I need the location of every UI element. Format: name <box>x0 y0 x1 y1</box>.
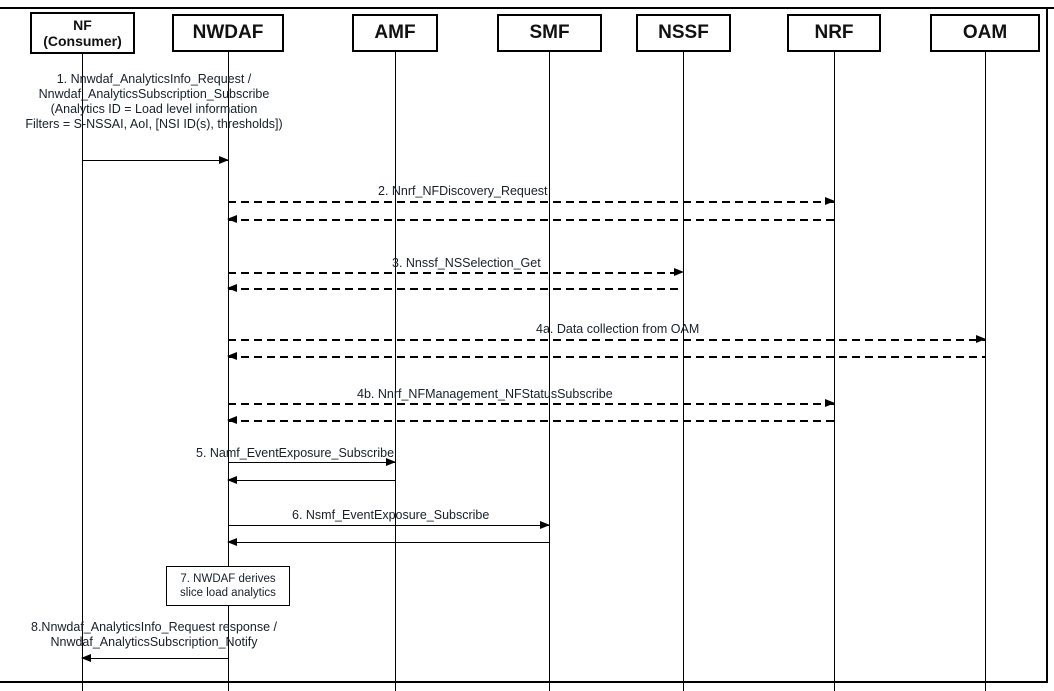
actor-nf-line2: (Consumer) <box>43 33 122 49</box>
arrowhead-message-3-request <box>674 268 684 276</box>
note-nwdaf-derives-analytics: 7. NWDAF derives slice load analytics <box>166 566 290 606</box>
actor-amf: AMF <box>352 14 438 52</box>
arrow-message-4a-response <box>227 352 985 360</box>
arrow-message-5-request <box>228 458 396 466</box>
message-1-line1: 1. Nnwdaf_AnalyticsInfo_Request / <box>56 72 252 86</box>
arrow-message-6-request <box>228 521 550 529</box>
arrowhead-message-3-response <box>227 284 237 292</box>
message-8-label: 8.Nnwdaf_AnalyticsInfo_Request response … <box>0 620 308 650</box>
message-1-line2: Nnwdaf_AnalyticsSubscription_Subscribe <box>38 87 270 101</box>
actor-amf-label: AMF <box>374 22 416 43</box>
arrowhead-message-5-request <box>386 458 396 466</box>
arrowhead-message-6-response <box>227 538 237 546</box>
arrowhead-message-5-response <box>227 476 237 484</box>
frame-bottom-border <box>0 681 1048 683</box>
actor-oam: OAM <box>930 14 1040 52</box>
arrowhead-message-6-request <box>540 521 550 529</box>
message-2-label: 2. Nnrf_NFDiscovery_Request <box>378 184 548 198</box>
arrow-message-3-response <box>227 284 683 292</box>
arrow-message-4a-request <box>228 335 986 343</box>
actor-nwdaf-label: NWDAF <box>192 22 264 43</box>
actor-nf-line1: NF <box>73 17 92 33</box>
arrowhead-message-2-request <box>825 197 835 205</box>
message-3-label: 3. Nnssf_NSSelection_Get <box>392 256 541 270</box>
lifeline-nssf <box>683 52 684 691</box>
actor-oam-label: OAM <box>962 22 1008 43</box>
arrow-message-8 <box>81 654 228 662</box>
arrow-message-6-response <box>227 538 549 546</box>
arrowhead-message-4b-request <box>825 399 835 407</box>
lifeline-amf <box>395 52 396 691</box>
actor-nwdaf: NWDAF <box>172 14 284 52</box>
lifeline-smf <box>549 52 550 691</box>
actor-smf-label: SMF <box>529 22 570 43</box>
arrow-message-3-request <box>228 268 684 276</box>
actor-nf-consumer-label: NF (Consumer) <box>43 17 122 49</box>
arrow-message-2-request <box>228 197 835 205</box>
message-8-line2: Nnwdaf_AnalyticsSubscription_Notify <box>50 635 258 649</box>
lifeline-nrf <box>834 52 835 691</box>
actor-nrf-label: NRF <box>814 22 854 43</box>
arrowhead-message-8 <box>81 654 91 662</box>
message-1-label: 1. Nnwdaf_AnalyticsInfo_Request / Nnwdaf… <box>0 72 308 132</box>
actor-nrf: NRF <box>787 14 881 52</box>
actor-nssf: NSSF <box>636 14 731 52</box>
lifeline-oam <box>985 52 986 691</box>
arrow-message-1 <box>82 156 229 164</box>
lifeline-nf-consumer <box>82 52 83 691</box>
arrowhead-message-4b-response <box>227 416 237 424</box>
actor-nf-consumer: NF (Consumer) <box>30 12 135 54</box>
arrow-message-4b-request <box>228 399 835 407</box>
note-line1: 7. NWDAF derives <box>180 573 276 585</box>
message-6-label: 6. Nsmf_EventExposure_Subscribe <box>292 508 490 522</box>
frame-right-border <box>1046 7 1048 683</box>
message-8-line1: 8.Nnwdaf_AnalyticsInfo_Request response … <box>31 620 277 634</box>
lifeline-nwdaf <box>228 52 229 691</box>
arrowhead-message-4a-response <box>227 352 237 360</box>
message-4a-label: 4a. Data collection from OAM <box>536 322 700 336</box>
arrow-message-4b-response <box>227 416 834 424</box>
actor-nssf-label: NSSF <box>658 22 709 43</box>
arrow-message-5-response <box>227 476 395 484</box>
message-4b-label: 4b. Nnrf_NFManagement_NFStatusSubscribe <box>357 387 613 401</box>
message-1-line4: Filters = S-NSSAI, AoI, [NSI ID(s), thre… <box>25 117 283 131</box>
arrowhead-message-4a-request <box>976 335 986 343</box>
frame-top-border <box>0 7 1054 9</box>
arrowhead-message-1 <box>219 156 229 164</box>
actor-smf: SMF <box>497 14 602 52</box>
arrowhead-message-2-response <box>227 215 237 223</box>
note-line2: slice load analytics <box>180 587 276 599</box>
message-1-line3: (Analytics ID = Load level information <box>50 102 258 116</box>
arrow-message-2-response <box>227 215 834 223</box>
message-5-label: 5. Namf_EventExposure_Subscribe <box>196 446 395 460</box>
